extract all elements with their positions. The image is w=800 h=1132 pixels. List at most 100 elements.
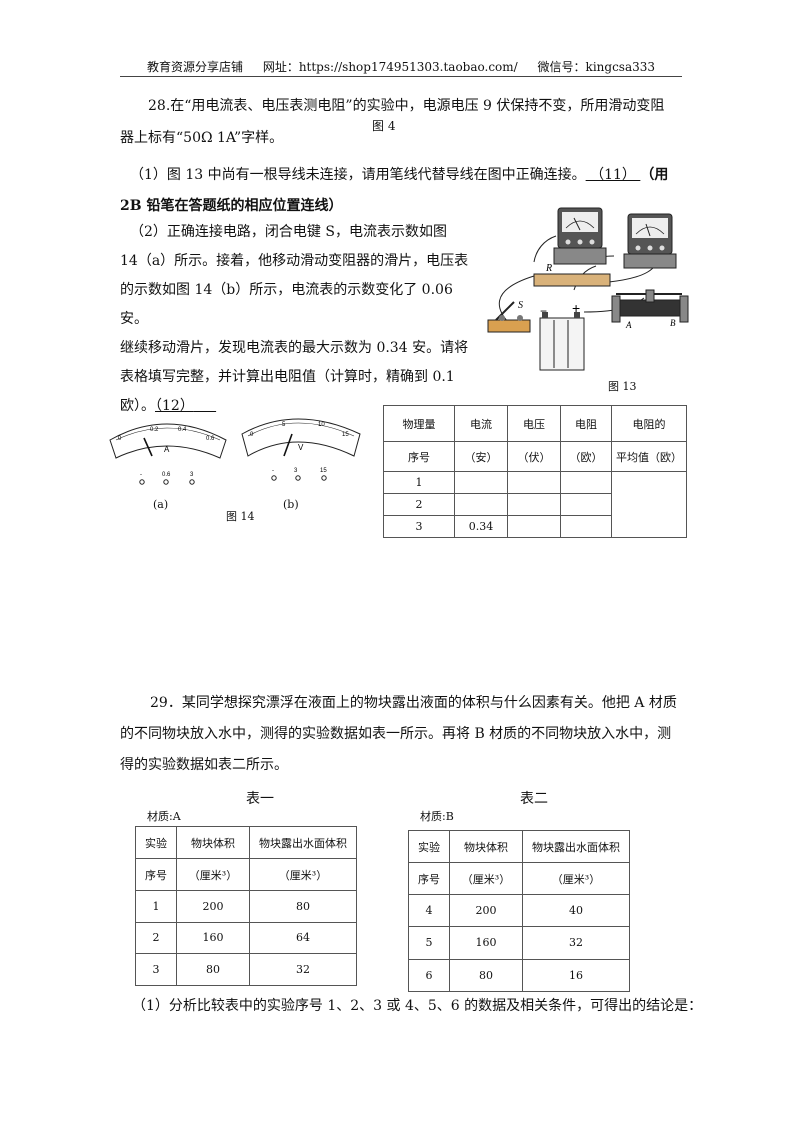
resistor: R [533,263,611,287]
voltage-cell[interactable] [507,515,561,538]
svg-text:15: 15 [320,468,327,474]
q28-part1-text: （1）图 13 中尚有一根导线未连接，请用笔线代替导线在图中正确连接。 [130,167,586,183]
q28-part2-line: 的示数如图 14（b）所示，电流表的示数变化了 0.06 安。 [120,282,453,327]
resistance-cell[interactable] [560,471,612,494]
header-divider [120,76,682,77]
svg-text:-: - [140,472,142,478]
table-header-row: 序号 （厘米³） （厘米³） [408,862,630,895]
cell: 200 [449,893,523,928]
table-row: 3 80 32 [135,953,357,986]
cell: 16 [522,958,630,993]
resistance-cell[interactable] [560,515,612,538]
ammeter-dial: 0 0.2 0.4 0.6 A - 0.6 3 [109,423,227,485]
cell: 64 [249,921,357,955]
header-cell: 物理量 [383,405,455,442]
cell: 32 [249,953,357,986]
header-cell: 物块露出水面体积 [522,830,630,863]
switch: S [487,300,531,333]
cell: 6 [408,958,450,993]
cell: 80 [249,890,357,923]
cell: 2 [135,921,177,955]
q28-part1-note-b: 2B 铅笔在答题纸的相应位置连线） [120,198,343,214]
answer-blank-11[interactable]: （11） [585,167,641,183]
voltmeter-dial: 0 5 10 15 V - 3 15 [241,418,361,481]
header-cell: （厘米³） [522,862,630,895]
svg-text:R: R [545,263,552,274]
cell: 4 [408,893,450,928]
svg-text:0: 0 [118,436,122,442]
svg-text:0.4: 0.4 [178,427,187,433]
header-cell: （厘米³） [249,858,357,891]
svg-text:15: 15 [342,432,349,438]
current-cell[interactable]: 0.34 [454,515,508,538]
table-row: 5 160 32 [408,926,630,960]
table-header-row: 实验 物块体积 物块露出水面体积 [135,826,357,859]
header-cell: （厘米³） [449,862,523,895]
svg-text:0.6: 0.6 [206,436,215,442]
page-header: 教育资源分享店铺 网址：https://shop174951303.taobao… [120,58,682,75]
q29-part1: （1）分析比较表中的实验序号 1、2、3 或 4、5、6 的数据及相关条件，可得… [132,998,703,1014]
header-cell: 物块露出水面体积 [249,826,357,859]
table2-material: 材质:B [420,810,454,823]
shop-url[interactable]: 网址：https://shop174951303.taobao.com/ [262,60,518,74]
fig13-caption: 图 13 [608,380,637,393]
current-cell[interactable] [454,493,508,516]
cell: 160 [449,926,523,960]
table-header-row: 序号 （厘米³） （厘米³） [135,858,357,891]
header-cell: 序号 [135,858,177,891]
svg-text:0.2: 0.2 [150,427,159,433]
cell: 1 [135,890,177,923]
svg-text:3: 3 [190,472,194,478]
q28-line1: 28.在“用电流表、电压表测电阻”的实验中，电源电压 9 伏保持不变，所用滑动变… [148,98,665,114]
cell: 160 [176,921,250,955]
table1: 实验 物块体积 物块露出水面体积 序号 （厘米³） （厘米³） 1 200 80… [135,826,357,986]
q28-part2-line: 继续移动滑片，发现电流表的最大示数为 0.34 安。请将 [120,340,469,356]
svg-text:A: A [625,320,632,330]
q28-part2-line: 表格填写完整，并计算出电阻值（计算时，精确到 0.1 [120,369,455,385]
q28-line2: 器上标有“50Ω 1A”字样。 [120,130,284,146]
cell: 3 [135,953,177,986]
q28-part2-line: 14（a）所示。接着，他移动滑动变阻器的滑片，电压表 [120,253,469,269]
q29-line: 的不同物块放入水中，测得的实验数据如表一所示。再将 B 材质的不同物块放入水中，… [120,726,672,742]
header-cell: 电阻 [560,405,612,442]
svg-text:0.6: 0.6 [162,472,171,478]
rheostat: A B [611,289,689,330]
header-cell: （安） [454,441,508,472]
q28-part1-note-a: （用 [640,167,669,183]
cell: 32 [522,926,630,960]
svg-text:-: - [272,468,274,474]
current-cell[interactable] [454,471,508,494]
q29-line: 得的实验数据如表二所示。 [120,757,288,773]
table-row: 1 200 80 [135,890,357,923]
header-cell: （欧） [560,441,612,472]
voltmeter [623,213,677,269]
svg-text:5: 5 [282,422,286,428]
header-cell: 序号 [383,441,455,472]
wire [533,235,557,263]
row-index: 1 [383,471,455,494]
voltage-cell[interactable] [507,493,561,516]
fig14a-label: (a) [153,498,169,511]
svg-text:V: V [298,443,304,452]
header-cell: （厘米³） [176,858,250,891]
header-cell: 电阻的 [611,405,687,442]
header-cell: 实验 [408,830,450,863]
header-cell: 物块体积 [176,826,250,859]
table-row: 1 [383,471,687,538]
table-row: 3 0.34 [383,515,687,538]
header-cell: 电压 [507,405,561,442]
average-resistance-cell[interactable] [611,471,687,538]
q28-part2-line: 欧）。 [120,398,155,414]
wechat-id: 微信号：kingcsa333 [537,60,656,74]
header-cell: 电流 [454,405,508,442]
q28-part2-line: （2）正确连接电路，闭合电键 S，电流表示数如图 [130,224,447,240]
cell: 80 [449,958,523,993]
svg-text:+: + [572,300,580,316]
battery: − + [539,300,585,371]
resistance-cell[interactable] [560,493,612,516]
cell: 200 [176,890,250,923]
table-header-row: 实验 物块体积 物块露出水面体积 [408,830,630,863]
header-cell: 序号 [408,862,450,895]
answer-blank-12[interactable]: （12） [155,398,194,414]
voltage-cell[interactable] [507,471,561,494]
